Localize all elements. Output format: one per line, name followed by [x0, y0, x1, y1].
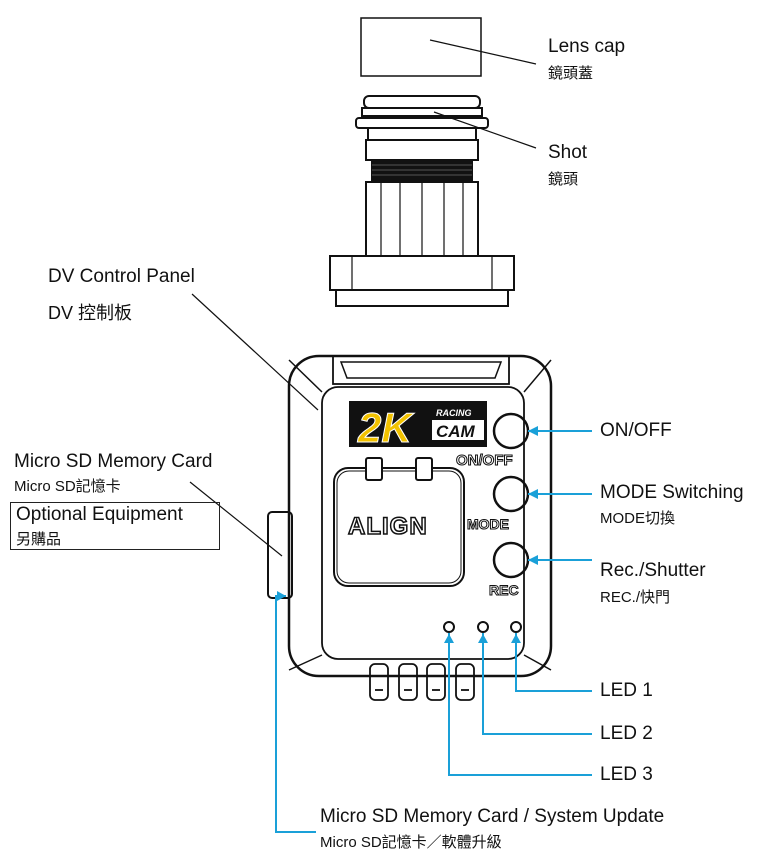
on-off-label: ON/OFF: [600, 420, 672, 441]
lens-cap-callout: [429, 39, 537, 65]
shot-label: Shot: [548, 142, 588, 163]
micro-sd-card-label-zh: Micro SD記憶卡: [14, 478, 121, 495]
sd-card-callout: [189, 481, 283, 557]
lens-cap: [360, 17, 482, 77]
callout-arrowheads: [277, 426, 538, 643]
led-3-label: LED 3: [600, 764, 653, 785]
mode-button: [492, 475, 530, 513]
align-panel: [333, 457, 465, 587]
optional-equipment-box: [10, 502, 220, 550]
logo-racing: RACING: [436, 408, 472, 418]
dv-panel-label: DV Control Panel: [48, 266, 195, 287]
led-2-label: LED 2: [600, 723, 653, 744]
rec-shutter-label: Rec./Shutter: [600, 560, 706, 581]
camera-body: [267, 354, 553, 678]
optional-equipment-label-zh: 另購品: [16, 531, 62, 548]
optional-equipment-label: Optional Equipment: [16, 504, 183, 525]
mode-button-label: MODE: [467, 516, 509, 532]
rec-shutter-label-zh: REC./快門: [600, 589, 671, 606]
rec-button: [492, 541, 530, 579]
mode-switching-label-zh: MODE切換: [600, 510, 676, 527]
blue-callouts: [275, 430, 592, 833]
led-3-indicator: [443, 621, 455, 633]
mode-switching-label: MODE Switching: [600, 482, 744, 503]
2k-cam-logo: 2K RACING CAM: [349, 401, 487, 452]
led-1-indicator: [510, 621, 522, 633]
brand-align: ALIGN: [348, 513, 428, 540]
shot-callout: [433, 111, 537, 149]
on-off-button-label: ON/OFF: [456, 452, 513, 469]
dv-panel-label-zh: DV 控制板: [48, 303, 133, 323]
dv-panel-callout: [191, 293, 319, 411]
sd-update-label-zh: Micro SD記憶卡／軟體升級: [320, 834, 502, 851]
logo-cam: CAM: [436, 422, 476, 441]
shot-label-zh: 鏡頭: [548, 171, 579, 188]
rec-button-label: REC: [489, 582, 519, 598]
on-off-button: [492, 412, 530, 450]
sd-update-label: Micro SD Memory Card / System Update: [320, 806, 665, 827]
logo-2k: 2K: [357, 404, 414, 451]
bottom-vents: [369, 663, 475, 701]
lens-shot: [329, 95, 515, 307]
led-1-label: LED 1: [600, 680, 653, 701]
lens-cap-label-zh: 鏡頭蓋: [548, 65, 594, 82]
led-2-indicator: [477, 621, 489, 633]
micro-sd-card-label: Micro SD Memory Card: [14, 451, 213, 472]
lens-cap-label: Lens cap: [548, 36, 626, 57]
